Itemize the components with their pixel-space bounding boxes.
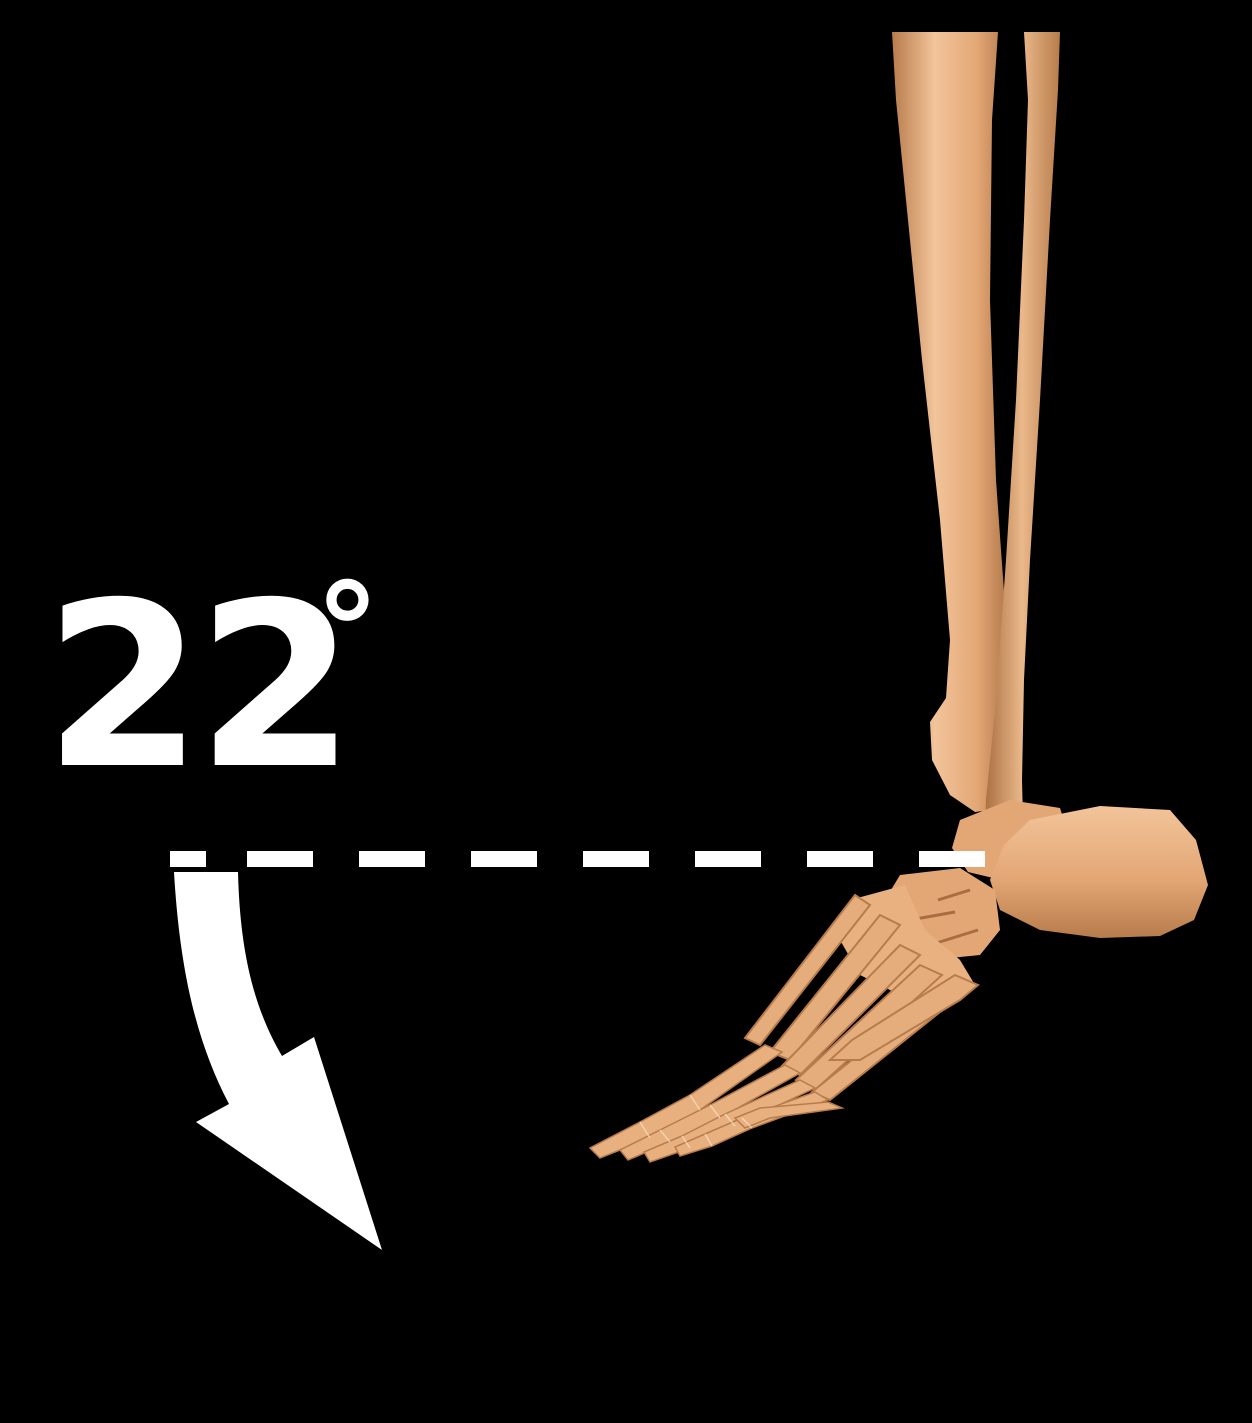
curved-arrow-down-icon [174,872,382,1250]
fibula-bone [984,32,1060,870]
degree-symbol: ° [315,566,380,696]
tibia-bone [892,32,1014,812]
angle-value: 22 [44,572,349,800]
reference-dashed-line [170,851,985,867]
